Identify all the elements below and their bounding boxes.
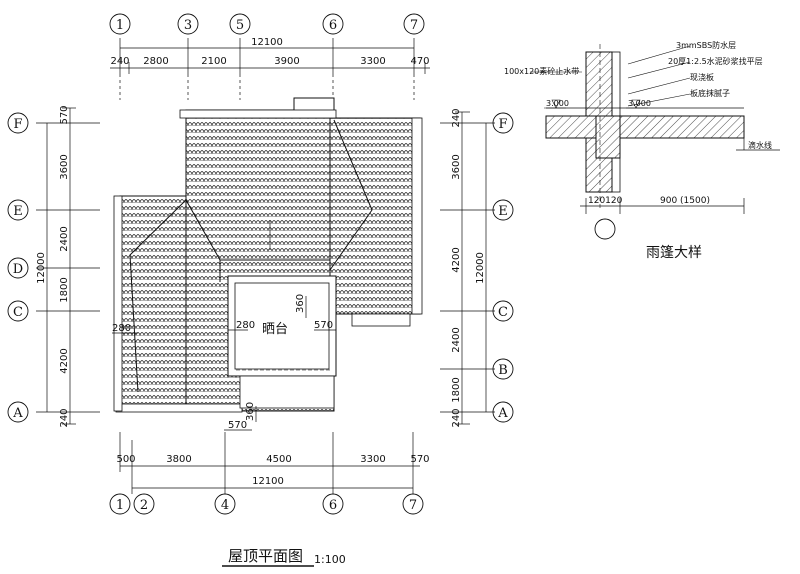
grid-bubble-label: B — [498, 363, 508, 378]
left-dim-segment: 4200 — [59, 348, 70, 373]
right-dim-segment: 240 — [451, 108, 462, 127]
terrace — [227, 275, 337, 409]
plan-title: 屋顶平面图 — [228, 547, 303, 565]
grid-bubble-label: F — [13, 117, 22, 132]
top-dim-segment: 470 — [410, 56, 429, 67]
plan-dim-570: 570 — [314, 320, 333, 331]
top-dim-segment: 240 — [110, 56, 129, 67]
grid-bubble-label: 5 — [236, 18, 244, 33]
bottom-dimensions — [119, 432, 420, 494]
plan-dim-570: 570 — [228, 420, 247, 431]
detail-dim-canopy: 900 (1500) — [660, 196, 710, 206]
plan-dim-lines — [112, 296, 336, 431]
elevation-label: 3.000 — [628, 99, 651, 108]
bottom-overall-dim: 12100 — [252, 476, 284, 487]
elevation-label: 3.000 — [546, 99, 569, 108]
grid-bubble-label: E — [498, 204, 508, 219]
grid-bubbles-right — [492, 112, 514, 423]
top-dim-segment: 3300 — [360, 56, 385, 67]
grid-bubbles-top — [109, 13, 425, 35]
grid-bubble-label: 6 — [329, 498, 337, 513]
left-overall-dim: 12000 — [36, 252, 47, 284]
terrace-label: 晒台 — [262, 322, 288, 337]
grid-bubble-label: 6 — [329, 18, 337, 33]
right-overall-dim: 12000 — [475, 252, 486, 284]
left-dim-segment: 1800 — [59, 277, 70, 302]
bottom-dim-segment: 3300 — [360, 454, 385, 465]
bottom-dim-segment: 3800 — [166, 454, 191, 465]
grid-bubble-label: 3 — [184, 18, 192, 33]
left-dimensions — [36, 107, 100, 425]
roof-outline — [113, 97, 423, 413]
detail-note: 现浇板 — [690, 72, 714, 82]
grid-bubbles-bottom — [109, 493, 424, 515]
grid-bubble-label: A — [12, 406, 23, 421]
right-dim-segment: 240 — [451, 408, 462, 427]
right-dimensions — [440, 111, 495, 425]
grid-bubbles-left — [7, 112, 29, 423]
grid-bubble-label: 4 — [221, 498, 229, 513]
grid-bubble-label: F — [498, 117, 507, 132]
bottom-dim-segment: 4500 — [266, 454, 291, 465]
drip-label: 滴水线 — [748, 140, 772, 150]
bottom-dim-segment: 570 — [410, 454, 429, 465]
right-dim-segment: 3600 — [451, 154, 462, 179]
grid-bubble-label: C — [498, 305, 508, 320]
grid-bubble-label: E — [13, 204, 23, 219]
left-dim-segment: 2400 — [59, 226, 70, 251]
left-dim-segment: 570 — [59, 105, 70, 124]
detail-note: 板底抹腻子 — [690, 88, 730, 98]
right-dim-segment: 1800 — [451, 377, 462, 402]
right-dim-segment: 4200 — [451, 247, 462, 272]
detail-dim-wall: 120120 — [588, 196, 623, 206]
detail-title: 雨篷大样 — [646, 245, 702, 261]
grid-bubble-label: 7 — [409, 498, 417, 513]
plan-dim-360: 360 — [295, 294, 306, 313]
left-dim-segment: 3600 — [59, 154, 70, 179]
grid-bubble-label: 7 — [410, 18, 418, 33]
right-dim-segment: 2400 — [451, 327, 462, 352]
left-dim-segment: 240 — [59, 408, 70, 427]
top-dim-segment: 3900 — [274, 56, 299, 67]
canopy-detail — [530, 44, 780, 240]
detail-left-note: 100x120素砼止水带 — [504, 66, 579, 76]
top-overall-dim: 12100 — [251, 37, 283, 48]
grid-bubble-label: 2 — [140, 498, 148, 513]
plan-dim-360: 360 — [245, 402, 256, 421]
grid-bubble-label: D — [13, 262, 23, 277]
detail-note: 3mmSBS防水层 — [676, 40, 736, 50]
top-dimensions — [110, 38, 430, 100]
grid-bubble-label: 1 — [116, 498, 124, 513]
detail-note: 20厚1:2.5水泥砂浆找平层 — [668, 56, 763, 66]
plan-dim-280: 280 — [236, 320, 255, 331]
plan-scale: 1:100 — [314, 553, 346, 566]
grid-bubble-label: C — [13, 305, 23, 320]
bottom-dim-segment: 500 — [116, 454, 135, 465]
top-dim-segment: 2100 — [201, 56, 226, 67]
plan-dim-280: 280 — [112, 323, 131, 334]
grid-bubble-label: A — [497, 406, 508, 421]
top-dim-segment: 2800 — [143, 56, 168, 67]
grid-bubble-label: 1 — [116, 18, 124, 33]
